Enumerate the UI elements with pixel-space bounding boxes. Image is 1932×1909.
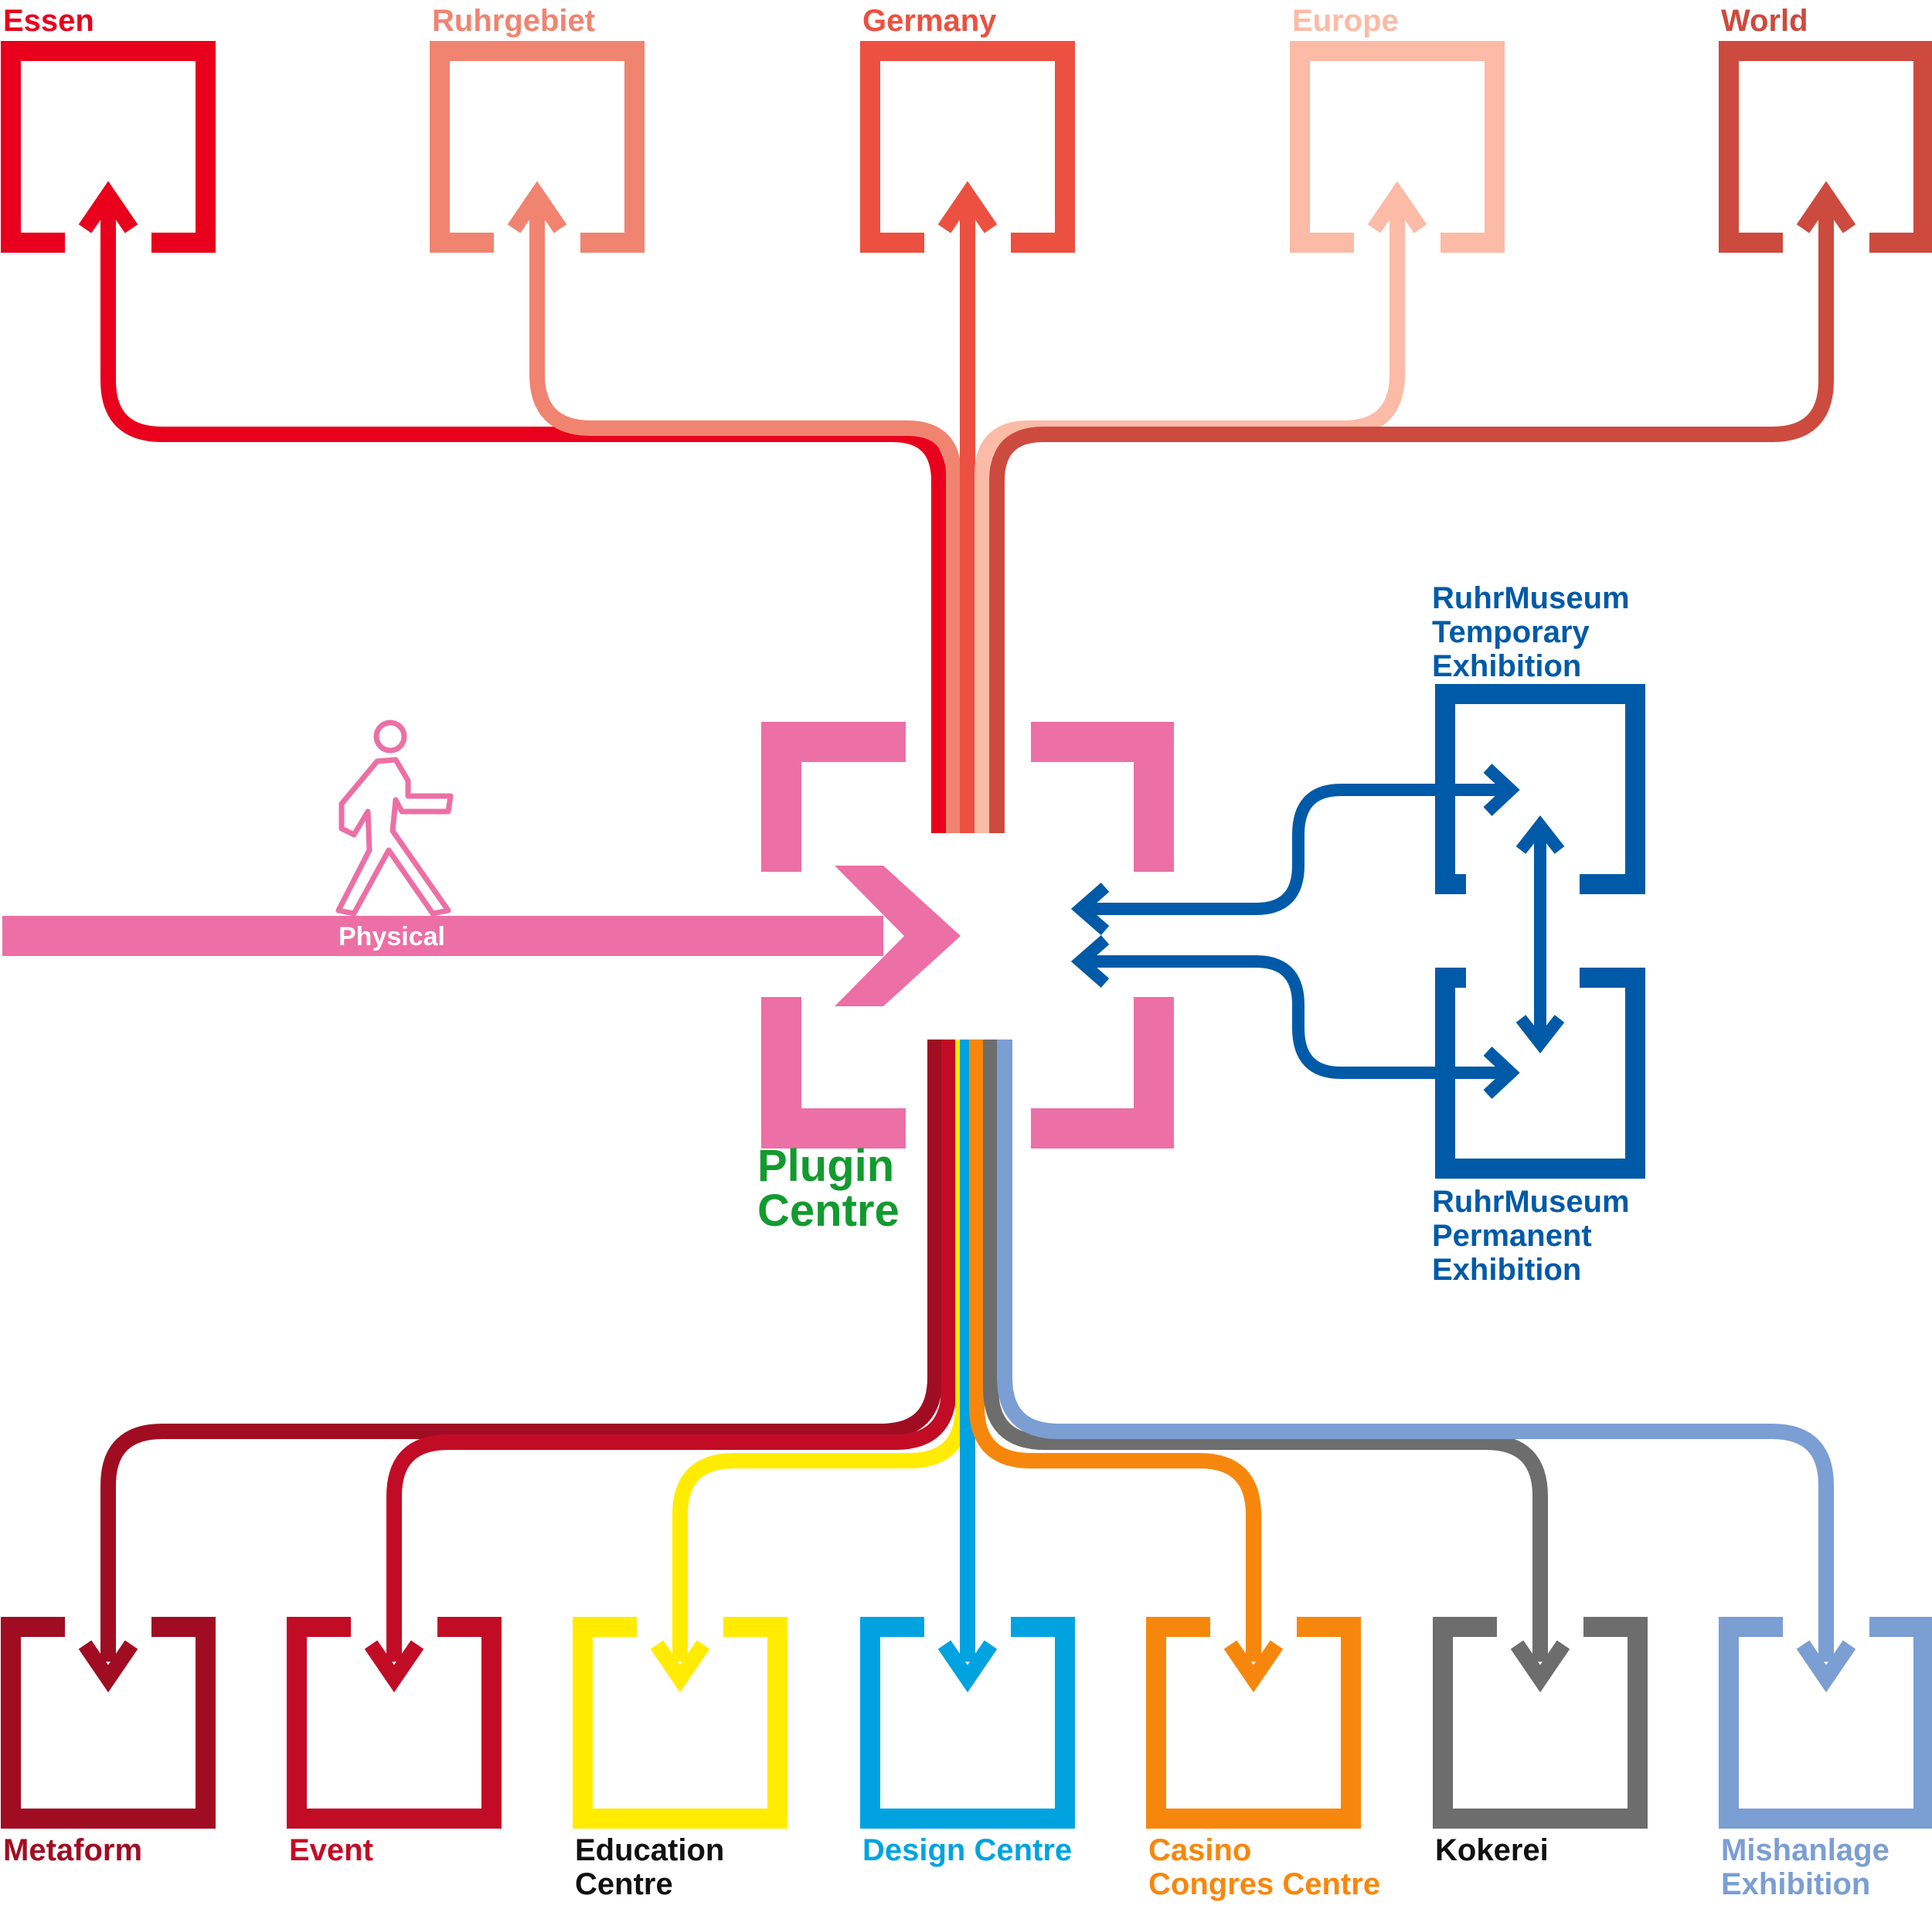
right-arrow-icon: [1483, 1046, 1520, 1099]
bottom-destination-box: [860, 1617, 1075, 1829]
top-destination-box: [860, 41, 1075, 253]
top-destination-box: [1290, 41, 1505, 253]
bottom-connection-line: [969, 1040, 1261, 1662]
bottom-connection-line: [100, 1040, 943, 1662]
left-arrow-icon: [1070, 882, 1110, 936]
top-destination-box: [1719, 41, 1932, 253]
bottom-destination-boxes: [1, 1617, 1932, 1829]
ruhrmuseum-temporary-label: Temporary: [1432, 615, 1590, 649]
ruhrmuseum-permanent-label: Permanent: [1432, 1219, 1592, 1253]
bottom-connection-lines: [78, 1040, 1856, 1693]
ruhrmuseum-permanent-box: [1435, 968, 1645, 1179]
top-destination-boxes: [1, 41, 1932, 253]
bottom-destination-label: Education: [575, 1833, 724, 1867]
plugin-centre-corner: [761, 722, 906, 872]
ruhrmuseum-group: [1070, 684, 1645, 1179]
top-destination-label: World: [1721, 4, 1808, 38]
top-connection-line: [529, 209, 961, 833]
top-connection-line: [989, 209, 1834, 833]
down-arrow-icon: [1515, 1015, 1565, 1053]
up-arrow-icon: [1367, 181, 1427, 233]
up-arrow-icon: [1796, 181, 1856, 233]
top-destination-box: [1, 41, 216, 253]
bottom-connection-line: [997, 1040, 1834, 1662]
bottom-connection-line: [983, 1040, 1548, 1662]
plugin-centre-corner: [1031, 997, 1174, 1148]
top-destination-label: Essen: [3, 4, 94, 38]
bottom-destination-box: [1433, 1617, 1648, 1829]
bottom-destination-label: Design Centre: [862, 1833, 1072, 1867]
bottom-connection-line: [672, 1040, 971, 1662]
bottom-destination-label: Centre: [575, 1867, 673, 1901]
ruhrmuseum-temporary-label: Exhibition: [1432, 649, 1581, 683]
right-arrow-icon: [1483, 764, 1520, 816]
up-arrow-icon: [937, 181, 998, 233]
bottom-destination-box: [1146, 1617, 1361, 1829]
plugin-centre-corner: [761, 997, 906, 1148]
bottom-destination-box: [1719, 1617, 1932, 1829]
down-arrow-icon: [937, 1640, 998, 1693]
bottom-connection-line: [386, 1040, 957, 1662]
bottom-destination-label: Kokerei: [1435, 1833, 1549, 1867]
down-arrow-icon: [78, 1640, 138, 1693]
ruhrmuseum-permanent-label: RuhrMuseum: [1432, 1185, 1630, 1219]
up-arrow-icon: [1515, 815, 1565, 854]
physical-flow: [2, 720, 961, 1006]
top-destination-label: Ruhrgebiet: [432, 4, 595, 38]
plugin-centre-label: Plugin: [757, 1141, 894, 1191]
up-arrow-icon: [507, 181, 567, 233]
physical-label: Physical: [338, 922, 445, 951]
bottom-destination-label: Metaform: [3, 1833, 142, 1867]
bottom-destination-label: Casino: [1148, 1833, 1251, 1867]
diagram-labels: Essen Ruhrgebiet Germany Europe WorldMetafor…: [3, 4, 1889, 1901]
ruhrmuseum-permanent-label: Exhibition: [1432, 1253, 1581, 1287]
bottom-destination-label: Exhibition: [1721, 1867, 1870, 1901]
walking-person-icon: [335, 720, 454, 917]
top-destination-box: [430, 41, 645, 253]
bottom-destination-label: Mishanlage: [1721, 1833, 1889, 1867]
left-arrow-icon: [1070, 934, 1110, 989]
ruhrmuseum-connection-line: [1086, 784, 1503, 915]
bottom-destination-box: [1, 1617, 216, 1829]
bottom-destination-box: [573, 1617, 787, 1829]
down-arrow-icon: [364, 1640, 424, 1693]
ruhrmuseum-temporary-label: RuhrMuseum: [1432, 581, 1630, 615]
down-arrow-icon: [1796, 1640, 1856, 1693]
bottom-destination-label: Congres Centre: [1148, 1867, 1380, 1901]
physical-arrow-head: [835, 866, 961, 1006]
down-arrow-icon: [1223, 1640, 1284, 1693]
ruhrmuseum-temporary-box: [1435, 684, 1645, 894]
ruhrmuseum-connection-line: [1086, 955, 1503, 1079]
plugin-centre: [761, 722, 1174, 1148]
bottom-destination-box: [287, 1617, 502, 1829]
physical-arrow-shaft: [2, 916, 883, 956]
plugin-centre-corner: [1031, 722, 1174, 872]
bottom-destination-label: Event: [289, 1833, 373, 1867]
top-connection-line: [100, 209, 947, 833]
down-arrow-icon: [1510, 1640, 1570, 1693]
top-destination-label: Germany: [862, 4, 997, 38]
plugin-centre-label: Centre: [757, 1186, 900, 1236]
down-arrow-icon: [650, 1640, 710, 1693]
top-destination-label: Europe: [1292, 4, 1399, 38]
up-arrow-icon: [78, 181, 138, 233]
top-connection-lines: [78, 181, 1856, 833]
